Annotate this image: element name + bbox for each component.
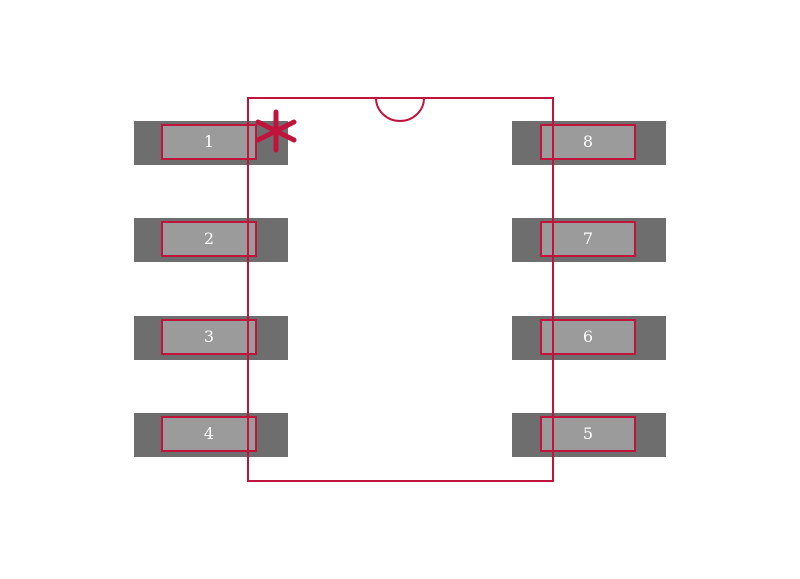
pin-3-label: 3 (161, 319, 257, 355)
pin-4-label: 4 (161, 416, 257, 452)
pin-8-label: 8 (540, 124, 636, 160)
package-body-outline (247, 97, 554, 482)
pin-1-label: 1 (161, 124, 257, 160)
pin-7-label: 7 (540, 221, 636, 257)
pin-6-label: 6 (540, 319, 636, 355)
pin-2-label: 2 (161, 221, 257, 257)
pin-5-label: 5 (540, 416, 636, 452)
